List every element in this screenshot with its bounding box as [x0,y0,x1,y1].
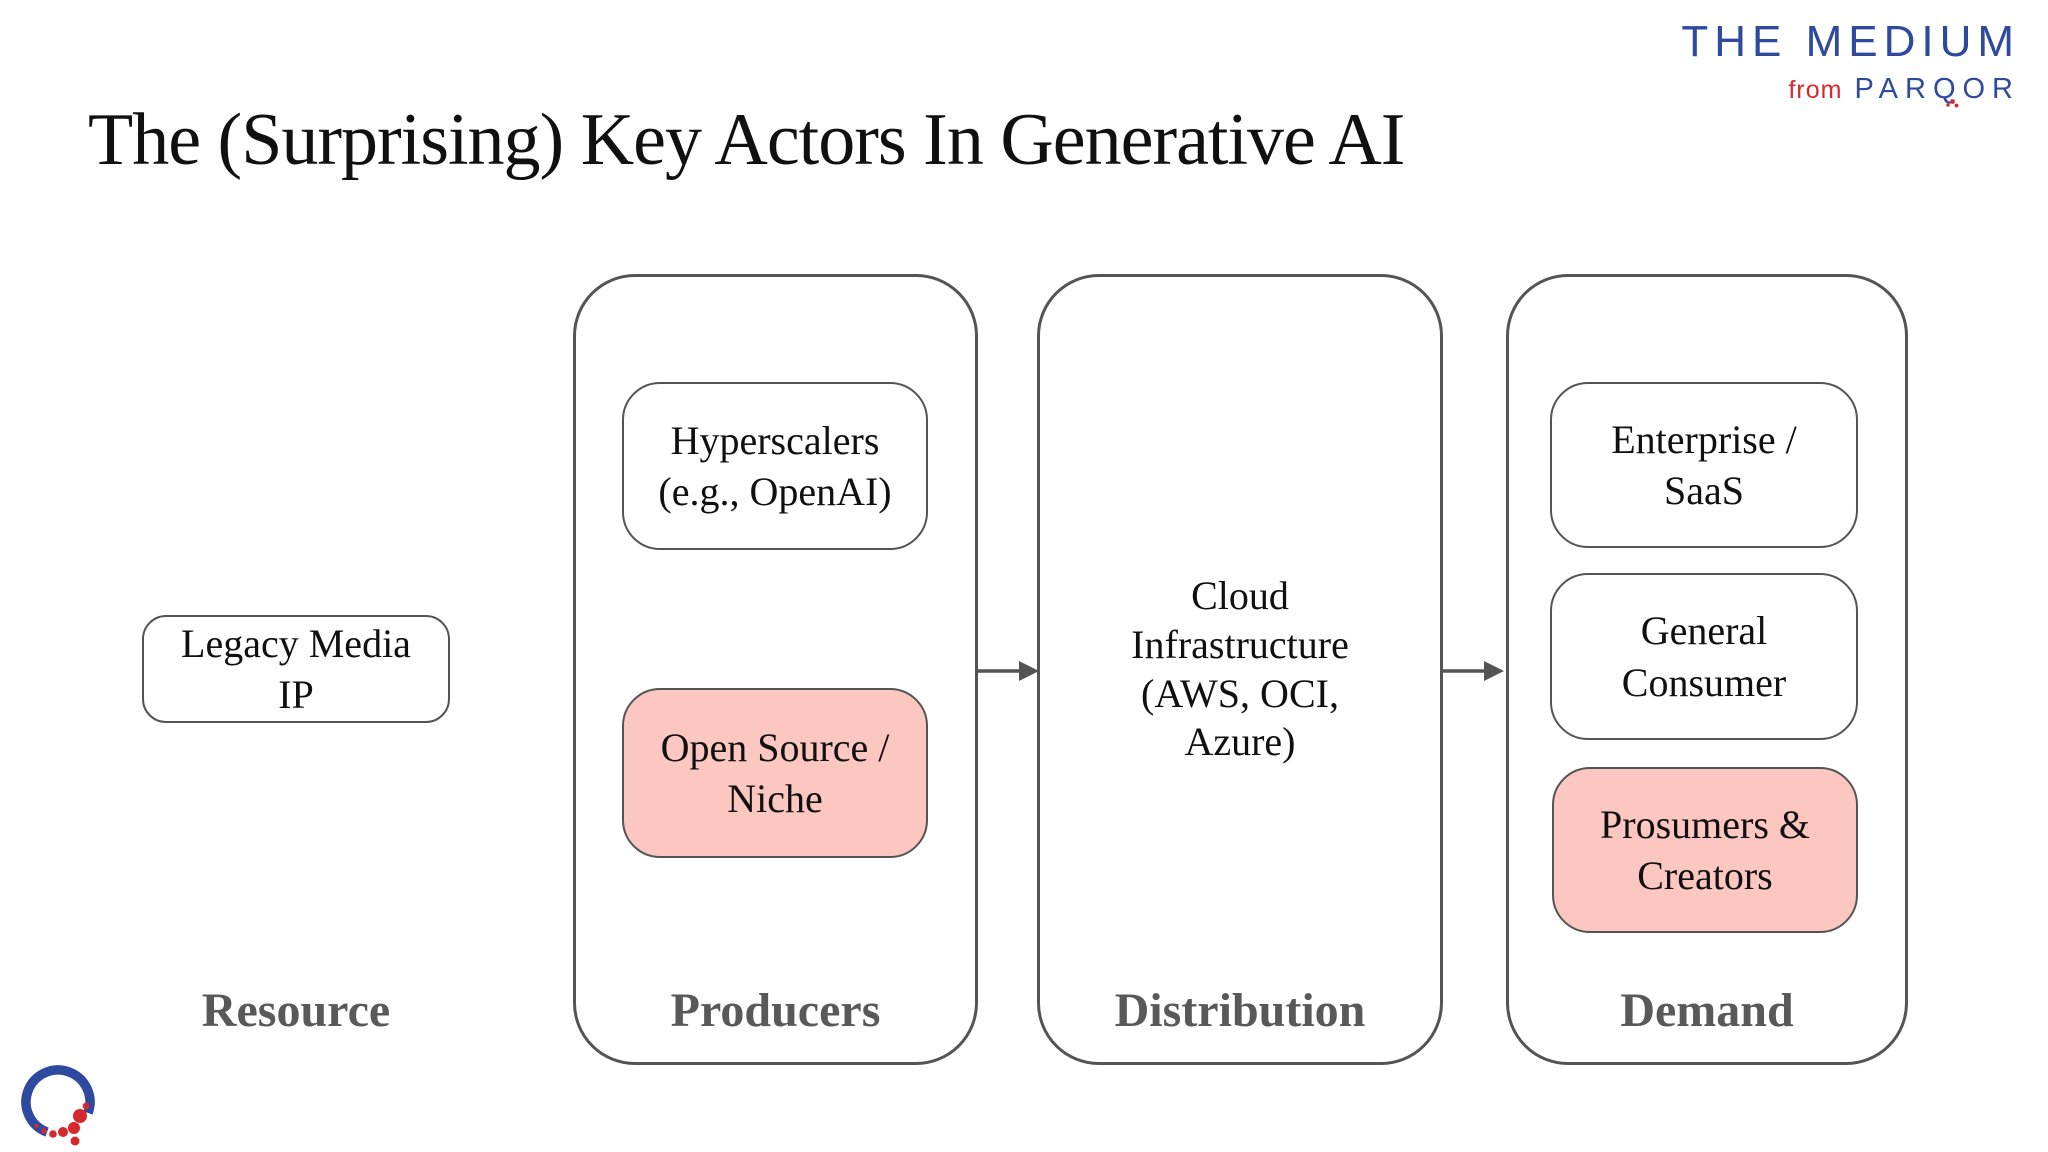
brand-title: THE MEDIUM [1681,17,2020,66]
prosumers-creators-label: Prosumers & Creators [1600,801,1810,898]
enterprise-saas-box: Enterprise / SaaS [1550,382,1858,548]
parqor-post: OR [1962,73,2020,105]
arrow-distribution-to-demand-icon [1443,661,1504,681]
arrow-producers-to-distribution-icon [978,661,1039,681]
legacy-media-ip-label: Legacy Media IP [181,620,411,717]
parqor-q-dots-icon [1945,99,1958,108]
parqor-q: Q [1933,73,1963,108]
distribution-column-label: Distribution [1114,984,1366,1037]
parqor-pre: PAR [1854,73,1933,105]
distribution-container [1037,274,1443,1065]
legacy-media-ip-box: Legacy Media IP [142,615,450,723]
enterprise-saas-label: Enterprise / SaaS [1611,416,1797,513]
hyperscalers-box: Hyperscalers (e.g., OpenAI) [622,382,928,550]
brand-from-label: from [1788,76,1843,104]
page-title: The (Surprising) Key Actors In Generativ… [88,99,1405,181]
open-source-niche-box: Open Source / Niche [622,688,928,858]
prosumers-creators-box: Prosumers & Creators [1552,767,1858,933]
open-source-niche-label: Open Source / Niche [660,724,890,821]
hyperscalers-label: Hyperscalers (e.g., OpenAI) [658,417,892,514]
parqor-logo-mark-icon [20,1064,106,1152]
demand-column-label: Demand [1620,984,1794,1037]
resource-column-label: Resource [201,984,391,1037]
general-consumer-box: General Consumer [1550,573,1858,740]
producers-column-label: Producers [670,984,881,1037]
general-consumer-label: General Consumer [1621,608,1787,705]
